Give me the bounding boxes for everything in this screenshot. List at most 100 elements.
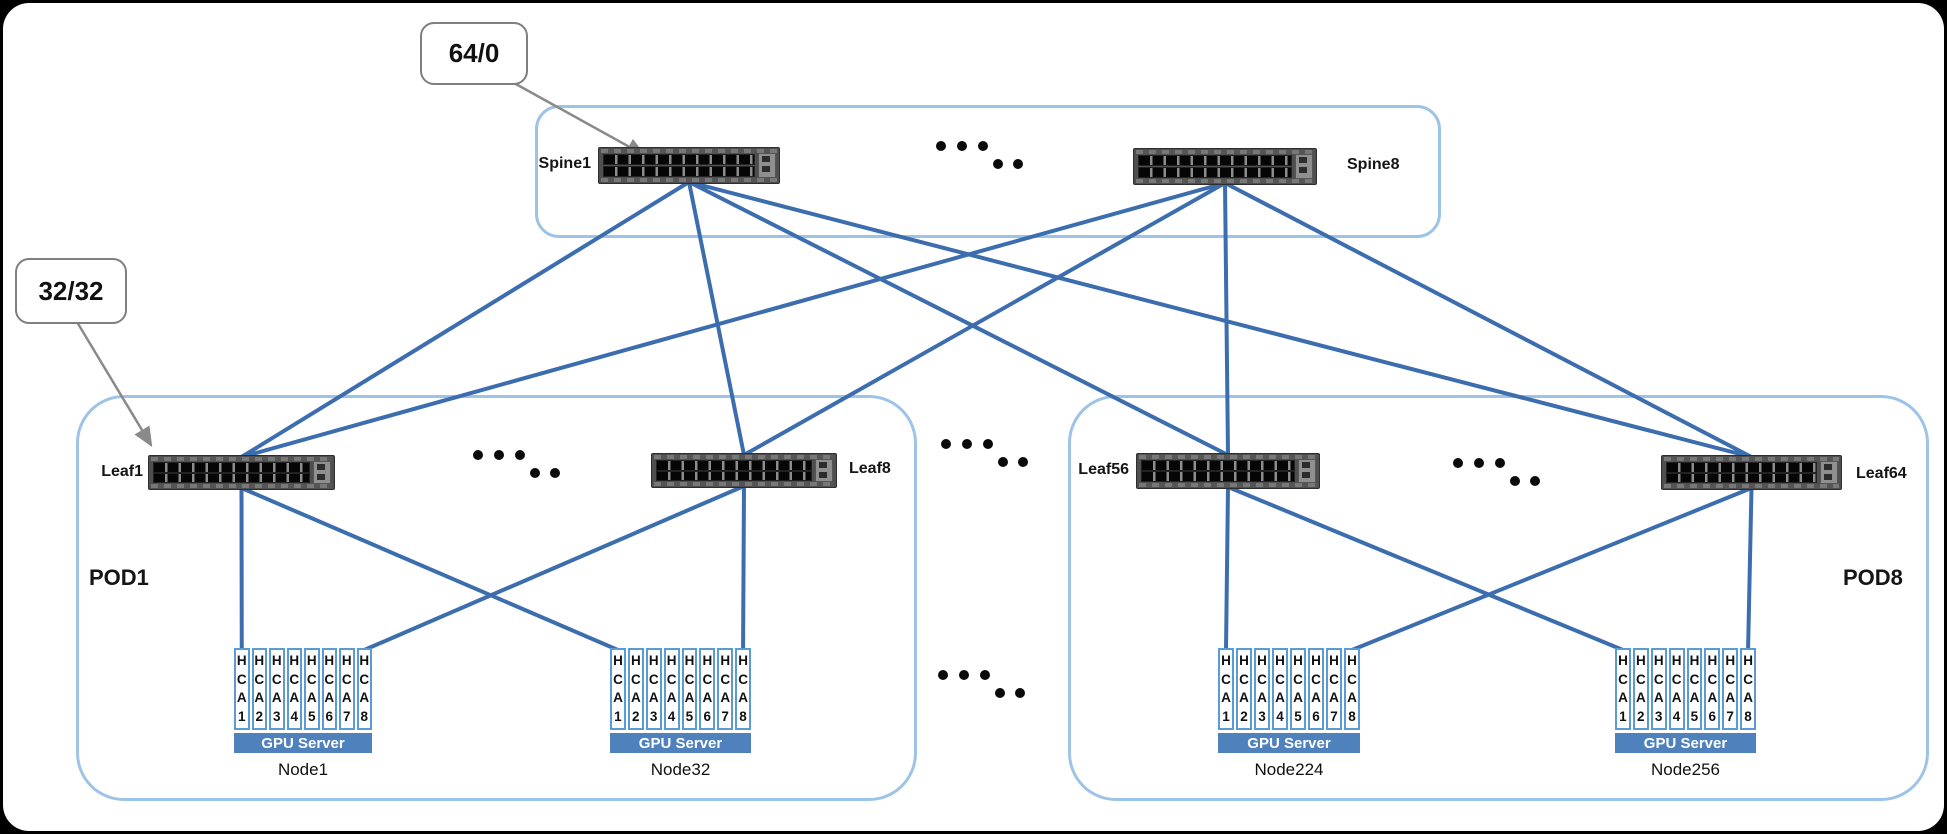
- dot: [1015, 688, 1025, 698]
- gpu-server-bar: GPU Server: [610, 733, 751, 753]
- fabric-link: [240, 181, 1226, 459]
- dot: [938, 670, 948, 680]
- callout-text: 64/0: [448, 38, 500, 68]
- dot: [941, 439, 951, 449]
- callout-text: 32/32: [38, 275, 104, 306]
- node-label: Node256: [1650, 760, 1720, 779]
- dot: [530, 468, 540, 478]
- leaf56-switch-image: [1136, 453, 1320, 489]
- leaf64-switch-image: [1661, 455, 1842, 490]
- connection-wires-layer: [75, 81, 1754, 652]
- dot: [515, 450, 525, 460]
- fabric-link: [1224, 486, 1230, 651]
- dot: [957, 141, 967, 151]
- ellipsis-dots: [473, 450, 561, 479]
- leaf8-switch-image: [651, 453, 837, 488]
- node-label: Node224: [1254, 760, 1324, 779]
- spine1-label: Spine1: [538, 155, 591, 172]
- dot: [1013, 159, 1023, 169]
- dot: [1510, 476, 1520, 486]
- fabric-link: [1351, 486, 1753, 652]
- dot: [1474, 458, 1484, 468]
- dot: [1530, 476, 1540, 486]
- callout-arrow: [513, 81, 647, 157]
- leaf64-label: Leaf64: [1856, 465, 1907, 482]
- dot: [1495, 458, 1505, 468]
- callout-arrow: [75, 321, 153, 448]
- spine1-switch-image: [598, 147, 780, 184]
- fabric-link: [1223, 182, 1230, 456]
- dot: [494, 450, 504, 460]
- spine-group-box: [535, 105, 1441, 238]
- fabric-link: [687, 181, 746, 456]
- dot: [980, 670, 990, 680]
- gpu-server-bar: GPU Server: [234, 733, 372, 753]
- spine8-label: Spine8: [1347, 156, 1400, 173]
- ellipsis-dots: [938, 670, 1026, 699]
- leaf1-switch-image: [148, 455, 335, 490]
- port-count-callout-32-32: 32/32: [15, 258, 127, 324]
- dot: [473, 450, 483, 460]
- port-count-callout-64-0: 64/0: [420, 22, 528, 85]
- node-label: Node1: [277, 760, 329, 779]
- fabric-link: [1224, 181, 1753, 459]
- dot: [550, 468, 560, 478]
- dot: [959, 670, 969, 680]
- dot: [1018, 457, 1028, 467]
- dot: [1453, 458, 1463, 468]
- leaf8-label: Leaf8: [849, 460, 891, 477]
- dot: [962, 439, 972, 449]
- dot: [993, 159, 1003, 169]
- fabric-link: [240, 180, 691, 459]
- fabric-link: [688, 180, 1229, 457]
- leaf56-label: Leaf56: [1078, 461, 1129, 478]
- gpu-server-bar: GPU Server: [1615, 733, 1756, 753]
- dot: [983, 439, 993, 449]
- fabric-link: [743, 181, 1226, 457]
- fabric-link: [741, 485, 746, 651]
- gpu-server-bar: GPU Server: [1218, 733, 1360, 753]
- fabric-link: [1746, 487, 1754, 651]
- fabric-link: [363, 484, 745, 652]
- pod1-label: POD1: [89, 565, 149, 590]
- dot: [995, 688, 1005, 698]
- ellipsis-dots: [1453, 458, 1541, 487]
- topology-diagram: Spine1 Spine8 Leaf1 Leaf8 Leaf56 Leaf64 …: [3, 3, 1944, 831]
- fabric-link: [240, 486, 619, 652]
- dot: [998, 457, 1008, 467]
- fabric-link: [1227, 485, 1624, 652]
